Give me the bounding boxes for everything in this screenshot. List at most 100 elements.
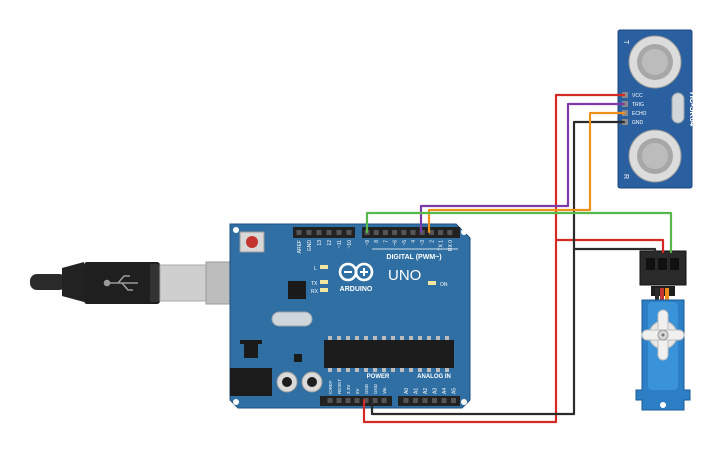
analog-pin-label: A2 — [423, 388, 429, 394]
voltage-regulator — [244, 344, 258, 358]
digital-pin-hole[interactable] — [346, 230, 352, 235]
analog-pin-hole[interactable] — [432, 398, 437, 403]
digital-pin-hole[interactable] — [410, 230, 416, 235]
crystal — [271, 311, 313, 327]
digital-pin-label: GND — [307, 240, 313, 252]
led-indicators: L TX RX ON — [311, 265, 448, 295]
digital-pin-hole[interactable] — [296, 230, 302, 235]
power-pin-hole[interactable] — [363, 398, 369, 403]
digital-pin-label: ~3 — [420, 240, 426, 246]
brand-label: ARDUINO — [340, 286, 373, 293]
analog-pin-label: A5 — [452, 388, 458, 394]
power-jack — [230, 368, 272, 396]
analog-pin-hole[interactable] — [422, 398, 428, 403]
power-pin-hole[interactable] — [336, 398, 342, 403]
usb-cable — [30, 261, 263, 305]
svg-text:RX: RX — [311, 289, 319, 295]
wire-trig-purple — [419, 102, 626, 234]
digital-pin-hole[interactable] — [392, 230, 398, 235]
power-pin-label: 5V — [355, 388, 360, 394]
arduino-logo-icon — [338, 262, 374, 282]
sensor-crystal — [671, 92, 685, 124]
digital-pin-label: TX 1 — [439, 240, 445, 251]
receiver-icon — [628, 129, 682, 183]
digital-pin-label: 12 — [327, 240, 333, 246]
digital-pin-hole[interactable] — [336, 230, 342, 235]
power-pin-label: Vin — [382, 387, 387, 394]
digital-pin-label: RX 0 — [448, 240, 454, 251]
wires — [362, 93, 673, 424]
sensor-pin-label: VCC — [632, 93, 643, 99]
usb-controller-chip — [288, 281, 306, 299]
digital-pin-hole[interactable] — [326, 230, 332, 235]
servo-horn-icon — [641, 309, 685, 361]
analog-header-label: ANALOG IN — [417, 374, 451, 380]
digital-header-label: DIGITAL (PWM~) — [386, 254, 441, 261]
servo-motor[interactable] — [635, 250, 691, 411]
analog-pin-hole[interactable] — [403, 398, 409, 403]
svg-text:T: T — [622, 40, 629, 45]
wire-5v-red — [362, 93, 626, 424]
power-pin-hole[interactable] — [345, 398, 351, 403]
power-pin-hole[interactable] — [327, 398, 333, 403]
digital-pin-label: ~5 — [402, 240, 408, 246]
digital-pin-label: ~9 — [365, 240, 371, 246]
power-pin-label: GND — [373, 383, 378, 394]
analog-pin-label: A0 — [404, 388, 410, 394]
digital-pin-hole[interactable] — [419, 230, 425, 235]
sensor-pin-label: ECHO — [632, 111, 647, 117]
digital-pin-hole[interactable] — [382, 230, 388, 235]
analog-pin-hole[interactable] — [451, 398, 456, 403]
svg-text:L: L — [314, 266, 317, 272]
digital-pin-label: ~6 — [393, 240, 399, 246]
digital-pin-label: ~11 — [337, 240, 343, 248]
power-pin-label: 3.3V — [346, 385, 351, 394]
digital-pin-hole[interactable] — [438, 230, 444, 235]
svg-text:TX: TX — [311, 281, 318, 287]
reset-button[interactable] — [239, 231, 265, 253]
digital-pin-label: 7 — [383, 240, 389, 243]
digital-header — [293, 227, 460, 238]
wire-servo-power-red — [554, 238, 665, 254]
wire-gnd-black — [370, 247, 657, 416]
usb-icon — [103, 275, 138, 291]
wire-sensor-gnd-black — [572, 120, 626, 251]
power-pin-hole[interactable] — [372, 398, 378, 403]
power-pin-label: GND — [364, 383, 369, 394]
analog-pin-label: A3 — [433, 388, 439, 394]
mount-hole-icon — [660, 402, 666, 408]
atmega-chip — [324, 336, 454, 372]
power-pin-label: IOREF — [328, 380, 333, 394]
transmitter-icon — [628, 35, 682, 89]
digital-pin-hole[interactable] — [373, 230, 379, 235]
analog-pin-hole[interactable] — [441, 398, 447, 403]
sensor-model-label: HC-SR04 — [688, 92, 697, 127]
power-pin-label: RESET — [337, 379, 342, 394]
digital-pin-hole[interactable] — [306, 230, 312, 235]
power-header-label: POWER — [367, 374, 390, 380]
digital-pin-label: 13 — [317, 240, 323, 246]
digital-pin-label: 4 — [411, 240, 417, 243]
digital-pin-label: 8 — [374, 240, 380, 243]
power-pin-hole[interactable] — [381, 398, 387, 403]
sensor-pin-label: TRIG — [632, 102, 644, 108]
power-pin-labels: IOREF RESET 3.3V 5V GND GND Vin — [328, 379, 387, 394]
digital-pin-hole[interactable] — [428, 230, 434, 235]
wire-signal-green — [365, 211, 673, 254]
model-label: UNO — [388, 267, 421, 284]
analog-pin-label: A4 — [442, 388, 448, 394]
digital-pin-label: 2 — [429, 240, 435, 243]
digital-pin-hole[interactable] — [316, 230, 322, 235]
wire-echo-orange — [427, 111, 626, 234]
analog-pin-label: A1 — [414, 388, 420, 394]
power-pin-hole[interactable] — [354, 398, 360, 403]
digital-pin-hole[interactable] — [401, 230, 407, 235]
digital-pin-hole[interactable] — [447, 230, 453, 235]
svg-text:R: R — [622, 174, 629, 179]
analog-pin-hole[interactable] — [413, 398, 418, 403]
